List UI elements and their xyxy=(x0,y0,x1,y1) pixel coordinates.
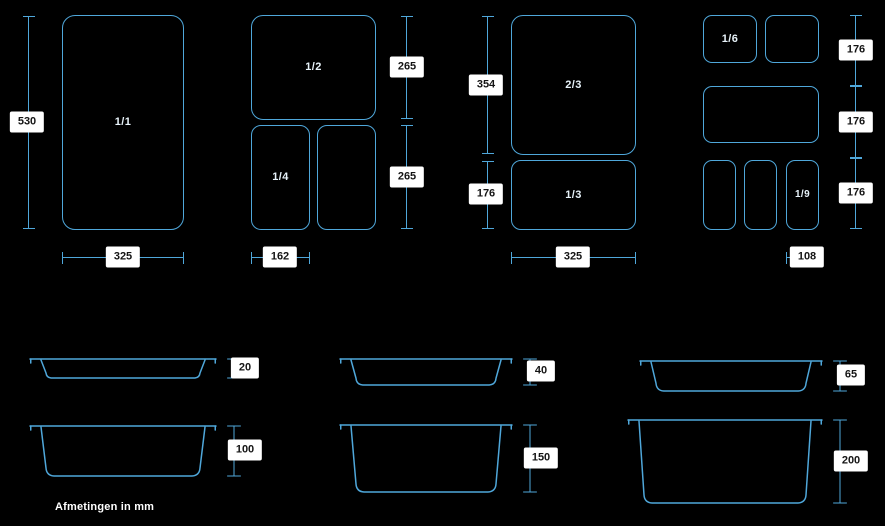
pan-1-6: 1/6 xyxy=(703,15,757,63)
dimensions-note: Afmetingen in mm xyxy=(55,501,155,513)
g4-height-row3-dim-chip: 176 xyxy=(838,182,874,204)
depth-dim-chip-200: 200 xyxy=(833,450,869,472)
g4-width-dim-chip: 108 xyxy=(789,246,825,268)
g3-height-top-dim-chip: 354 xyxy=(468,74,504,96)
side-view-pan-depth-200: 200 xyxy=(627,419,869,511)
pan-1-3: 1/3 xyxy=(511,160,636,230)
depth-dim-chip-40: 40 xyxy=(526,360,556,382)
side-view-pan-depth-40: 40 xyxy=(339,358,556,393)
pan-1-9-unlabeled-2 xyxy=(744,160,777,230)
g3-height-bottom-dim-chip: 176 xyxy=(468,183,504,205)
g2-width-dim-chip: 162 xyxy=(262,246,298,268)
pan-1-4-unlabeled xyxy=(317,125,376,230)
side-view-pan-depth-65: 65 xyxy=(639,360,866,399)
g2-height-top-dim-chip: 265 xyxy=(389,56,425,78)
pan-1-1: 1/1 xyxy=(62,15,184,230)
side-view-pan-depth-100: 100 xyxy=(29,425,263,484)
pan-1-1-label: 1/1 xyxy=(114,116,132,128)
pan-2-3: 2/3 xyxy=(511,15,636,155)
g4-height-row2-dim-chip: 176 xyxy=(838,111,874,133)
pan-2-3-label: 2/3 xyxy=(565,78,582,91)
depth-dim-chip-100: 100 xyxy=(227,439,263,461)
depth-dim-chip-65: 65 xyxy=(836,364,866,386)
g3-width-dim-chip: 325 xyxy=(555,246,591,268)
g4-height-row1-dim-chip: 176 xyxy=(838,39,874,61)
pan-1-4-label: 1/4 xyxy=(272,171,289,183)
pan-1-2-label: 1/2 xyxy=(305,61,322,73)
depth-dim-chip-150: 150 xyxy=(523,447,559,469)
pan-1-9-label: 1/9 xyxy=(794,189,811,200)
g1-height-dim-chip: 530 xyxy=(9,111,45,133)
pan-1-2: 1/2 xyxy=(251,15,376,120)
depth-dim-chip-20: 20 xyxy=(230,357,260,379)
side-view-pan-depth-150: 150 xyxy=(339,424,559,500)
g2-height-bottom-dim-chip: 265 xyxy=(389,166,425,188)
pan-1-6-label: 1/6 xyxy=(721,32,739,45)
pan-wide-unlabeled xyxy=(703,86,819,143)
pan-1-9-unlabeled-1 xyxy=(703,160,736,230)
pan-1-3-label: 1/3 xyxy=(565,188,582,201)
pan-1-9: 1/9 xyxy=(786,160,819,230)
pan-1-6-unlabeled xyxy=(765,15,819,63)
pan-1-4: 1/4 xyxy=(251,125,310,230)
g1-width-dim-chip: 325 xyxy=(105,246,141,268)
side-view-pan-depth-20: 20 xyxy=(29,357,260,386)
